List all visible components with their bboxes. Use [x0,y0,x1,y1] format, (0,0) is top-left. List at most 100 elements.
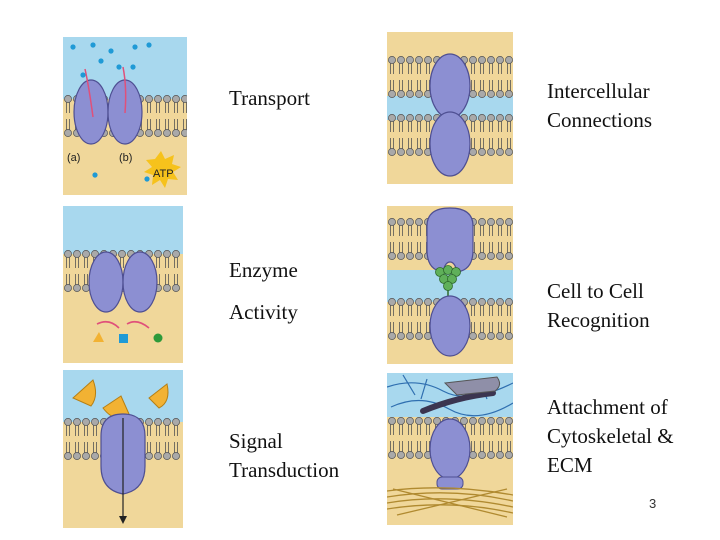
phospholipid-head [487,451,495,459]
phospholipid-head [406,218,414,226]
phospholipid-head [487,218,495,226]
phospholipid-head [163,452,171,460]
label-transport-text: Transport [229,86,310,110]
phospholipid-head [154,95,162,103]
signal-molecule-right [148,383,169,409]
label-recognition-line1: Cell to Cell [547,279,644,303]
phospholipid-head [505,417,513,425]
signal-transduction-diagram [63,370,183,528]
label-b: (b) [119,152,132,164]
phospholipid-head [478,148,486,156]
phospholipid-head [388,114,396,122]
phospholipid-head [406,148,414,156]
transport-diagram: (a) (b) ATP [63,37,187,195]
phospholipid-head [406,417,414,425]
recognition-protein-upper [426,207,474,273]
phospholipid-head [424,114,432,122]
phospholipid-head [433,417,441,425]
phospholipid-head [388,218,396,226]
phospholipid-head [496,114,504,122]
phospholipid-head [406,298,414,306]
phospholipid-head [163,250,171,258]
label-signal-line2: Transduction [229,458,340,482]
phospholipid-head [469,148,477,156]
phospholipid-head [496,148,504,156]
phospholipid-head [478,90,486,98]
phospholipid-head [505,148,513,156]
phospholipid-head [154,250,162,258]
phospholipid-head [73,418,81,426]
phospholipid-head [397,114,405,122]
phospholipid-head [82,418,90,426]
label-a: (a) [67,152,80,164]
phospholipid-head [82,452,90,460]
phospholipid-head [460,417,468,425]
phospholipid-head [145,418,153,426]
enzyme-activity-diagram [63,206,183,363]
phospholipid-head [496,56,504,64]
phospholipid-head [478,298,486,306]
phospholipid-head [505,332,513,340]
phospholipid-head [505,114,513,122]
phospholipid-head [397,148,405,156]
ecm-fiber-dark [420,390,496,414]
phospholipid-head [397,417,405,425]
signal-arrow-head [119,516,127,524]
phospholipid-head [478,218,486,226]
label-transport: Transport [229,84,310,113]
phospholipid-head [478,332,486,340]
label-attachment-line3: ECM [547,453,593,477]
label-signal-line1: Signal [229,429,283,453]
phospholipid-head [478,56,486,64]
phospholipid-head [415,90,423,98]
phospholipid-head [388,252,396,260]
intercellular-connections-diagram [387,32,513,184]
phospholipid-head [91,418,99,426]
phospholipid-head [64,284,72,292]
phospholipid-head [181,95,187,103]
phospholipid-head [397,90,405,98]
phospholipid-head [469,417,477,425]
phospholipid-head [181,129,187,137]
label-enzyme-line1: Enzyme [229,258,298,282]
phospholipid-head [469,114,477,122]
phospholipid-head [388,90,396,98]
phospholipid-head [388,417,396,425]
channel-protein [73,79,109,145]
substrate-square [119,334,128,343]
phospholipid-head [415,252,423,260]
phospholipid-head [406,56,414,64]
phospholipid-head [415,298,423,306]
page-number: 3 [649,496,657,511]
anchor-protein [429,418,471,480]
phospholipid-head [415,56,423,64]
label-cell-recognition: Cell to Cell Recognition [547,277,650,335]
recognition-protein-lower [429,295,471,357]
phospholipid-head [505,252,513,260]
phospholipid-head [478,114,486,122]
phospholipid-head [415,417,423,425]
anchor-base [436,476,464,490]
phospholipid-head [496,218,504,226]
phospholipid-head [154,129,162,137]
phospholipid-head [505,90,513,98]
phospholipid-head [64,250,72,258]
phospholipid-head [172,452,180,460]
phospholipid-head [487,90,495,98]
phospholipid-head [388,332,396,340]
substrate-triangle [93,332,104,342]
solute-dots [70,42,152,182]
phospholipid-head [154,418,162,426]
phospholipid-head [64,95,72,103]
phospholipid-head [397,298,405,306]
phospholipid-head [487,252,495,260]
phospholipid-head [424,56,432,64]
phospholipid-head [145,452,153,460]
phospholipid-head [478,252,486,260]
phospholipid-head [478,451,486,459]
label-enzyme-activity: Enzyme Activity [229,256,298,327]
phospholipid-head [415,332,423,340]
phospholipid-head [415,451,423,459]
product-circle [153,333,163,343]
phospholipid-head [388,298,396,306]
